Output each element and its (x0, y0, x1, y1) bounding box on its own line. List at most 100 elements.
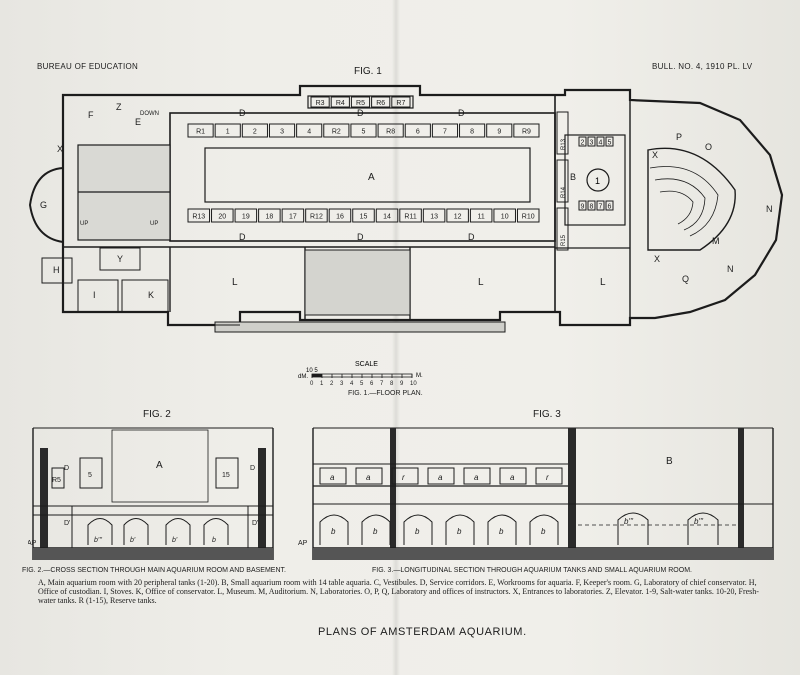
small-bottom-tank: 6 (605, 200, 614, 211)
page-title: PLANS OF AMSTERDAM AQUARIUM. (318, 626, 527, 638)
fig2-label-b3: b (212, 537, 216, 544)
label-d-1: D (239, 108, 246, 118)
fig3-label-b-iii-1: b''' (624, 517, 634, 526)
lower-tank: 11 (469, 208, 493, 223)
small-bottom-tank: 9 (578, 200, 587, 211)
fig3-basement-arch (361, 514, 391, 545)
scale-title: SCALE (355, 361, 378, 368)
svg-text:R8: R8 (386, 129, 395, 136)
svg-text:R11: R11 (404, 214, 416, 221)
svg-text:R4: R4 (336, 100, 345, 107)
label-d-5: D (357, 232, 364, 242)
label-p: P (676, 132, 682, 142)
fig2-caption: FIG. 2.—CROSS SECTION THROUGH MAIN AQUAR… (22, 567, 286, 574)
label-x-right-2: X (654, 254, 660, 264)
svg-text:R10: R10 (522, 214, 535, 221)
svg-text:11: 11 (478, 214, 485, 221)
room-h (41, 257, 73, 284)
fig3-upper-label: r (402, 473, 405, 482)
fig3-basement-arch (487, 514, 517, 545)
fig3-upper-label: r (546, 473, 549, 482)
page-fold (392, 0, 400, 675)
cross-section: R5 5 D A 15 D D' D' AP b''' b' b' b (28, 427, 274, 560)
upper-tank: 8 (459, 123, 486, 138)
svg-text:R9: R9 (522, 129, 531, 136)
upper-tank: R9 (513, 123, 540, 138)
fig3-upper-label: a (330, 473, 335, 482)
lower-tank: R13 (187, 208, 211, 223)
svg-text:20: 20 (218, 214, 226, 221)
legend-text: A, Main aquarium room with 20 peripheral… (38, 578, 759, 605)
fig3-basement-label: b (373, 527, 378, 536)
fig2-label-d-prime-right: D' (252, 520, 258, 527)
svg-text:9: 9 (497, 129, 501, 136)
upper-tank: 9 (486, 123, 513, 138)
fig3-upper-tank (463, 467, 491, 485)
front-steps (214, 321, 506, 333)
svg-text:2: 2 (581, 140, 585, 147)
svg-text:4: 4 (307, 129, 311, 136)
svg-text:14: 14 (383, 214, 391, 221)
lower-tank: R11 (399, 208, 422, 223)
lower-tank: 19 (234, 208, 258, 223)
label-d-6: D (468, 232, 475, 242)
svg-text:18: 18 (265, 214, 273, 221)
vertical-reserve-tank: R14 (556, 159, 569, 203)
label-m: M (712, 236, 720, 246)
lower-tank: 14 (375, 208, 399, 223)
upper-tank: 6 (404, 123, 431, 138)
fig3-label-b-room: B (666, 456, 673, 467)
svg-text:8: 8 (470, 129, 474, 136)
fig3-upper-tank (499, 467, 527, 485)
fig3-label-b-iii-2: b''' (694, 517, 704, 526)
svg-text:R2: R2 (332, 129, 341, 136)
scale-tick-label: 3 (340, 381, 344, 387)
label-up-1: UP (80, 221, 88, 227)
svg-text:7: 7 (443, 129, 447, 136)
fig2-label-ap: AP (28, 540, 37, 547)
vertical-reserve-tank: R15 (556, 207, 569, 251)
lower-tank: 10 (493, 208, 516, 223)
fig3-basement-arch (529, 514, 559, 545)
fig3-upper-label: a (438, 473, 443, 482)
label-y: Y (117, 254, 123, 264)
fig2-label-b1: b' (130, 537, 136, 544)
lower-tank: 20 (211, 208, 234, 223)
small-top-tank: 2 (578, 136, 587, 147)
reserve-tank: R6 (371, 96, 391, 108)
fig2-label-b-iv: b''' (94, 537, 103, 544)
scale-tick-label: 2 (330, 381, 334, 387)
small-top-tank: 5 (605, 136, 614, 147)
svg-text:7: 7 (599, 204, 603, 211)
auditorium-m (647, 147, 736, 251)
svg-text:6: 6 (416, 129, 420, 136)
svg-text:R12: R12 (310, 214, 323, 221)
label-d-4: D (239, 232, 246, 242)
room-k (121, 279, 169, 313)
label-d-3: D (458, 108, 465, 118)
svg-text:5: 5 (362, 129, 366, 136)
svg-text:R14: R14 (561, 186, 567, 198)
label-b: B (570, 172, 576, 182)
label-g: G (40, 200, 47, 210)
svg-text:16: 16 (336, 214, 344, 221)
vertical-reserve-tank: R13 (556, 111, 569, 155)
label-h: H (53, 265, 60, 275)
svg-text:5: 5 (608, 140, 612, 147)
svg-text:15: 15 (360, 214, 368, 221)
fig2-label-d-prime-left: D' (64, 520, 70, 527)
fig3-basement-label: b (541, 527, 546, 536)
fig2-label-r5: R5 (52, 477, 61, 484)
header-left: BUREAU OF EDUCATION (37, 62, 139, 71)
label-n-2: N (727, 264, 734, 274)
svg-text:1: 1 (226, 129, 230, 136)
svg-text:R13: R13 (561, 138, 567, 150)
svg-text:12: 12 (454, 214, 462, 221)
label-z: Z (116, 102, 122, 112)
small-tank-center-label: 1 (595, 176, 600, 186)
fig3-basement-arch (319, 514, 349, 545)
svg-text:R3: R3 (316, 100, 325, 107)
fig3-basement-arch (445, 514, 475, 545)
